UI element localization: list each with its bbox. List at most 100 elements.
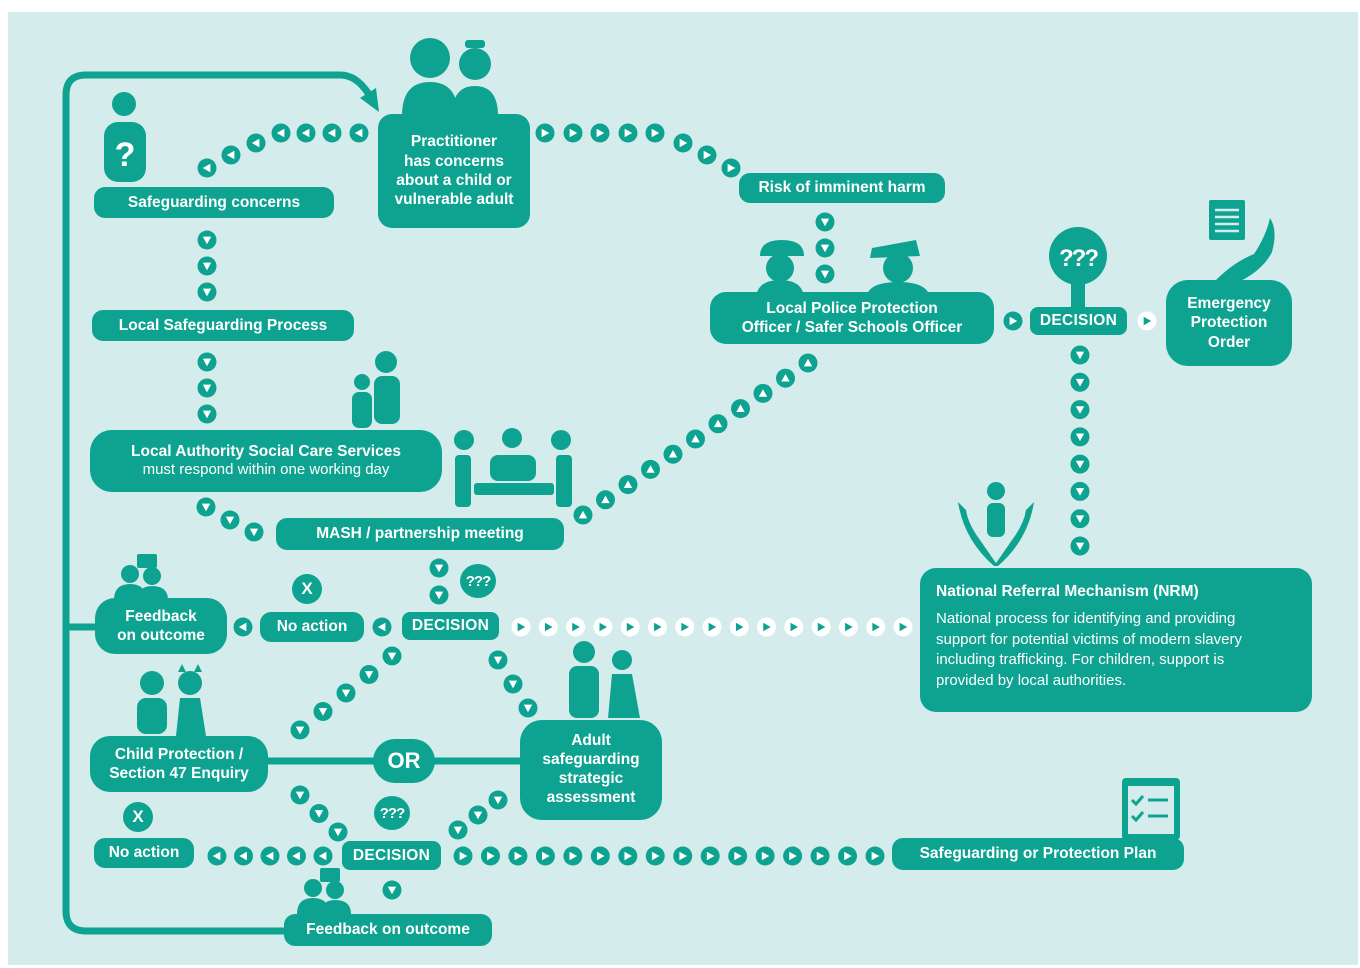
connector-dot	[618, 475, 638, 495]
decision-bubble-bottom-icon: ???	[374, 796, 410, 830]
meeting-table-icon	[454, 428, 572, 507]
connector-dot	[328, 822, 348, 842]
risk-of-imminent-harm-node: Risk of imminent harm	[739, 173, 945, 203]
connector-dot	[1070, 427, 1090, 447]
connector-dot	[702, 617, 722, 637]
decision-node-right: DECISION	[1030, 307, 1127, 335]
document-hand-icon	[1209, 200, 1275, 284]
police-node: Local Police Protection Officer / Safer …	[710, 292, 994, 344]
connector-dot	[518, 698, 538, 718]
connector-dot	[755, 846, 775, 866]
connector-dot	[708, 414, 728, 434]
connector-dot	[508, 846, 528, 866]
no-action-node-top: No action	[260, 612, 364, 642]
connector-dot	[721, 158, 741, 178]
local-authority-node: Local Authority Social Care Services mus…	[90, 430, 442, 492]
connector-dot	[1003, 311, 1023, 331]
connector-dot	[593, 617, 613, 637]
connector-dot	[290, 785, 310, 805]
emergency-protection-order-node: Emergency Protection Order	[1166, 280, 1292, 366]
connector-dot	[535, 123, 555, 143]
connector-dot	[866, 617, 886, 637]
connector-dot	[233, 617, 253, 637]
connector-dot	[260, 846, 280, 866]
connector-dot	[645, 846, 665, 866]
connector-dot	[757, 617, 777, 637]
connector-dot	[596, 490, 615, 510]
decision-node-bottom: DECISION	[342, 841, 441, 870]
connector-dot	[197, 256, 217, 276]
connector-dot	[453, 846, 473, 866]
connector-dot	[1070, 454, 1090, 474]
connector-dot	[618, 846, 638, 866]
connector-dot	[372, 617, 392, 637]
connector-dot	[197, 404, 217, 424]
connector-dot	[1070, 536, 1090, 556]
connector-dot	[359, 665, 379, 684]
connector-dot	[590, 123, 610, 143]
feedback-on-outcome-node-bottom: Feedback on outcome	[284, 914, 492, 946]
connector-dot	[697, 145, 717, 165]
connector-dot	[207, 846, 227, 866]
connector-dot	[246, 133, 266, 153]
connector-dot	[1070, 372, 1090, 392]
connector-dot	[488, 650, 508, 670]
connector-dot	[313, 702, 333, 721]
decision-bubble-icon: ???	[1049, 227, 1107, 308]
family-icon	[352, 351, 400, 428]
connector-dot	[618, 123, 638, 143]
connector-dot	[197, 230, 217, 250]
connector-dot	[197, 378, 217, 398]
connector-dot	[196, 497, 216, 517]
connector-dot	[563, 123, 583, 143]
local-safeguarding-process-node: Local Safeguarding Process	[92, 310, 354, 341]
connector-dot	[220, 510, 240, 530]
decision-bubble-mid-icon: ???	[460, 564, 496, 598]
connector-dot	[645, 123, 665, 143]
connector-dot	[309, 804, 329, 823]
connector-dot	[382, 646, 402, 666]
connector-dot	[865, 846, 885, 866]
connector-dots	[196, 123, 1157, 900]
connector-dot	[429, 585, 449, 605]
connector-dot	[641, 459, 660, 479]
decision-node-mid: DECISION	[402, 612, 499, 640]
connector-dot	[429, 558, 449, 578]
connector-dot	[480, 846, 500, 866]
connector-dot	[271, 123, 291, 143]
practitioner-icon	[402, 38, 498, 116]
connector-dot	[1070, 400, 1090, 420]
or-badge: OR	[373, 739, 435, 783]
connector-dot	[234, 846, 253, 866]
connector-dot	[1070, 481, 1090, 501]
svg-text:?: ?	[115, 136, 136, 174]
connector-dot	[535, 846, 555, 866]
connector-dot	[563, 846, 583, 866]
question-person-icon: ?	[104, 92, 146, 182]
feedback-loop-line	[62, 71, 372, 935]
connector-dot	[221, 145, 241, 165]
connector-dot	[1070, 345, 1090, 365]
connector-dot	[1070, 509, 1090, 529]
connector-dot	[197, 352, 217, 372]
connector-dot	[675, 617, 695, 637]
connector-dot	[590, 846, 610, 866]
svg-text:???: ???	[1059, 245, 1098, 272]
connector-dot	[197, 158, 217, 178]
connector-dot	[728, 846, 748, 866]
connector-dot	[811, 617, 831, 637]
connector-dot	[620, 617, 640, 637]
connector-dot	[700, 846, 720, 866]
feedback-people-bottom-icon	[297, 868, 351, 914]
connector-dot	[290, 720, 310, 740]
connector-dot	[566, 617, 586, 637]
connector-dot	[815, 212, 835, 232]
connector-dot	[287, 846, 306, 866]
hands-person-icon	[958, 482, 1034, 566]
adult-safeguarding-node: Adult safeguarding strategic assessment	[520, 720, 662, 820]
connector-dot	[663, 444, 683, 464]
police-officers-icon	[756, 240, 930, 300]
connector-dot	[815, 264, 835, 284]
connector-dot	[511, 617, 531, 637]
connector-dot	[538, 617, 558, 637]
